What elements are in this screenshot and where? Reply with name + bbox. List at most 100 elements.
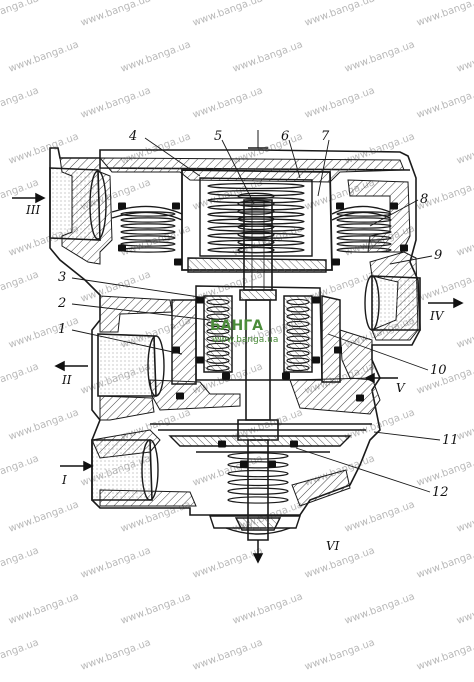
port-ii-socket — [97, 333, 165, 397]
part-labels: 4 5 6 7 8 9 3 2 1 10 11 12 — [57, 129, 459, 500]
spring-coil — [207, 225, 305, 232]
spring-coil — [227, 496, 289, 504]
watermark-text: www.banga.ua — [231, 39, 304, 75]
spring-coil — [336, 241, 392, 247]
exhaust-valve-vi — [209, 515, 301, 535]
arrow-port-i-in — [60, 460, 94, 472]
watermark-text: www.banga.ua — [191, 637, 264, 673]
spring-coil — [286, 298, 310, 306]
spring-coil — [286, 350, 310, 357]
label-part-12: 12 — [432, 485, 449, 500]
lower-diaphragm — [150, 423, 372, 453]
watermark-text: www.banga.ua — [303, 0, 376, 29]
watermark-text: www.banga.ua — [79, 85, 152, 121]
spring-coil — [120, 229, 176, 235]
spring-coil — [120, 217, 176, 223]
arrow-port-vi-out — [252, 540, 264, 564]
watermark-text: www.banga.ua — [415, 269, 474, 305]
watermark-text: www.banga.ua — [0, 361, 40, 397]
spring-coil — [336, 223, 392, 229]
seal-ring — [282, 372, 290, 380]
label-port-iv: IV — [429, 309, 445, 323]
spring-coil — [237, 238, 275, 246]
spring-coil — [120, 211, 176, 217]
spring-coil — [227, 452, 289, 460]
watermark-text: www.banga.ua — [303, 85, 376, 121]
port-labels: III IV II V I VI — [25, 203, 445, 553]
label-port-iii: III — [25, 203, 40, 217]
label-part-2: 2 — [57, 296, 66, 311]
seal-ring — [332, 258, 340, 266]
spring-coil — [206, 306, 230, 313]
spring-coil — [206, 320, 230, 328]
watermark-text: www.banga.ua — [343, 39, 416, 75]
watermark-text: www.banga.ua — [415, 637, 474, 673]
spring-coil — [286, 328, 310, 335]
watermark-text: www.banga.ua — [119, 591, 192, 627]
spring-coil — [336, 217, 392, 223]
watermark-text: www.banga.ua — [7, 315, 80, 351]
spring-coil — [206, 342, 230, 350]
watermark-text: www.banga.ua — [455, 499, 474, 535]
watermark-text: www.banga.ua — [303, 545, 376, 581]
seal-ring — [312, 296, 320, 304]
arrow-port-iii-in — [12, 192, 46, 204]
seal-ring — [356, 394, 364, 402]
watermark-text: www.banga.ua — [343, 591, 416, 627]
label-port-v: V — [396, 381, 406, 395]
watermark-text: www.banga.ua — [191, 0, 264, 29]
label-part-6: 6 — [281, 129, 289, 144]
seal-ring — [118, 244, 126, 252]
port-iii-socket — [49, 167, 107, 241]
banga-logo: БАНГА www.banga.ua — [210, 318, 278, 345]
label-part-10: 10 — [430, 363, 447, 378]
label-part-5: 5 — [214, 129, 222, 144]
label-part-7: 7 — [321, 129, 330, 144]
middle-spring-right — [286, 298, 310, 372]
label-part-9: 9 — [434, 248, 442, 263]
label-port-i: I — [61, 473, 67, 487]
seal-ring — [336, 202, 344, 210]
spring-coil — [286, 306, 310, 313]
arrow-port-iv-out — [428, 297, 464, 309]
watermark-text: www.banga.ua — [7, 407, 80, 443]
spring-coil — [286, 313, 310, 320]
leader-lines — [71, 137, 441, 493]
watermark-text: www.banga.ua — [415, 545, 474, 581]
watermark-text: www.banga.ua — [455, 39, 474, 75]
spring-coil — [206, 313, 230, 320]
logo-text: БАНГА — [210, 318, 263, 334]
watermark-text: www.banga.ua — [7, 591, 80, 627]
watermark-text: www.banga.ua — [455, 131, 474, 167]
label-port-ii: II — [61, 373, 72, 387]
seal-ring — [176, 392, 184, 400]
seal-ring — [218, 440, 226, 448]
spring-coil — [286, 364, 310, 372]
label-part-3: 3 — [58, 270, 66, 285]
spring-coil — [206, 298, 230, 306]
seal-ring — [268, 460, 276, 468]
seal-ring — [290, 440, 298, 448]
spring-coil — [206, 350, 230, 357]
watermark-text: www.banga.ua — [343, 499, 416, 535]
upper-large-spring — [207, 182, 305, 254]
spring-coil — [237, 208, 275, 215]
spring-coil — [336, 235, 392, 241]
spring-coil — [227, 478, 289, 487]
seal-ring — [172, 346, 180, 354]
watermark-text: www.banga.ua — [0, 269, 40, 305]
flow-arrows — [12, 192, 464, 564]
label-part-8: 8 — [420, 192, 428, 207]
seal-ring — [222, 372, 230, 380]
spring-coil — [207, 197, 305, 204]
label-part-11: 11 — [442, 433, 459, 448]
spring-coil — [237, 223, 275, 231]
spring-coil — [227, 469, 289, 478]
watermark-text: www.banga.ua — [231, 591, 304, 627]
watermark-text: www.banga.ua — [0, 85, 40, 121]
spring-coil — [227, 461, 289, 469]
spring-coil — [336, 229, 392, 235]
spring-coil — [206, 328, 230, 335]
spring-coil — [120, 235, 176, 241]
